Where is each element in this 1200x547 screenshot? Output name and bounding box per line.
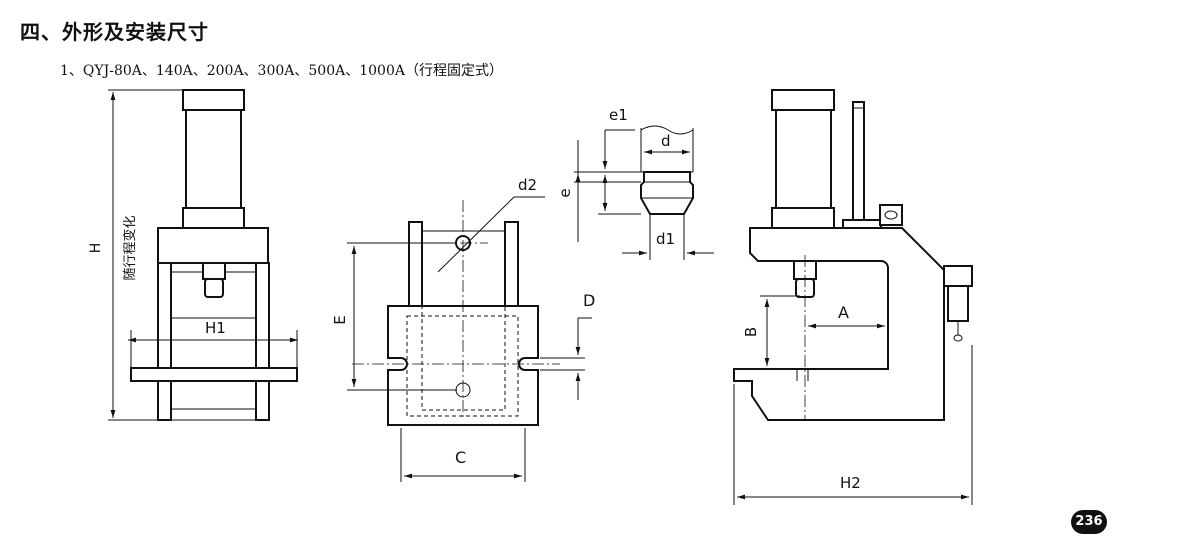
- label-E: E: [331, 315, 349, 324]
- label-e: e: [556, 188, 574, 197]
- section-heading: 四、外形及安装尺寸: [20, 20, 209, 44]
- label-A: A: [838, 303, 849, 322]
- punch-detail: [574, 125, 714, 260]
- label-D: D: [583, 291, 595, 310]
- side-view: [733, 89, 973, 505]
- end-view: [347, 196, 592, 482]
- label-e1: e1: [609, 106, 628, 124]
- label-C: C: [455, 448, 466, 467]
- page-number-badge: 236: [1071, 510, 1107, 534]
- label-d2: d2: [518, 176, 537, 194]
- label-d1: d1: [656, 230, 675, 248]
- model-list-subheading: 1、QYJ-80A、140A、200A、300A、500A、1000A（行程固定…: [60, 63, 503, 79]
- label-H1: H1: [205, 319, 226, 337]
- front-view: [108, 89, 298, 421]
- label-d: d: [661, 132, 671, 150]
- label-H2: H2: [840, 474, 861, 492]
- label-stroke-note: 随行程变化: [122, 215, 138, 280]
- label-B: B: [742, 327, 760, 337]
- label-H: H: [88, 243, 104, 254]
